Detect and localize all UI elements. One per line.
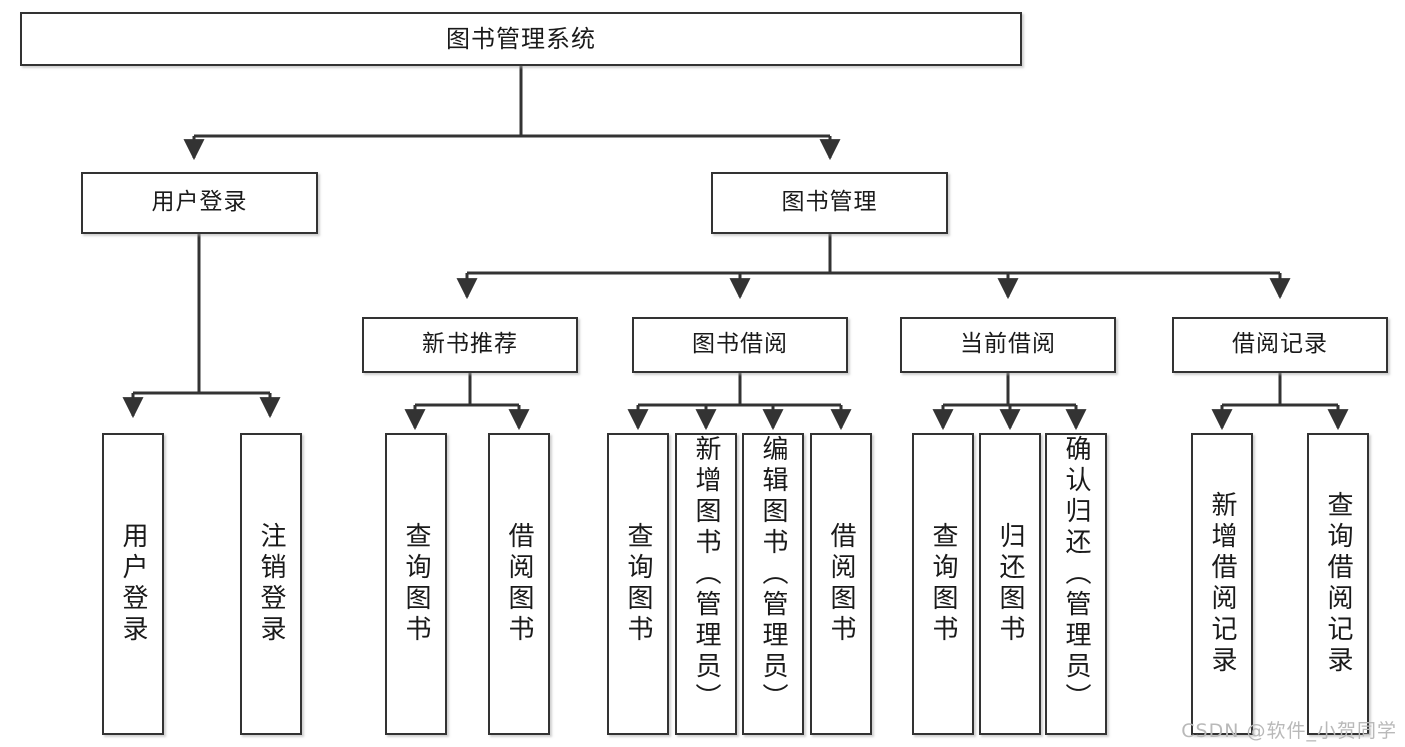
node-book-borrow-label: 图书借阅 xyxy=(692,331,788,358)
leaf-edit-book[interactable]: 编辑图书（管理员） xyxy=(742,433,804,735)
node-book-manage-label: 图书管理 xyxy=(781,189,878,216)
leaf-logout[interactable]: 注销登录 xyxy=(240,433,302,735)
leaf-user-login-label: 用户登录 xyxy=(118,522,148,646)
node-new-book-rec-label: 新书推荐 xyxy=(422,331,518,358)
leaf-borrow-book-1-label: 借阅图书 xyxy=(504,522,534,646)
leaf-borrow-book-2-label: 借阅图书 xyxy=(826,522,856,646)
node-user-login[interactable]: 用户登录 xyxy=(81,172,318,234)
leaf-add-book[interactable]: 新增图书（管理员） xyxy=(675,433,737,735)
node-book-borrow[interactable]: 图书借阅 xyxy=(632,317,848,373)
leaf-edit-book-label: 编辑图书（管理员） xyxy=(758,435,788,714)
leaf-query-book-1-label: 查询图书 xyxy=(401,522,431,646)
leaf-query-record[interactable]: 查询借阅记录 xyxy=(1307,433,1369,735)
leaf-add-book-label: 新增图书（管理员） xyxy=(691,435,721,714)
watermark: CSDN @软件_小贺同学 xyxy=(1181,720,1397,742)
leaf-confirm-return-label: 确认归还（管理员） xyxy=(1061,435,1091,714)
node-root[interactable]: 图书管理系统 xyxy=(20,12,1022,66)
node-current-borrow[interactable]: 当前借阅 xyxy=(900,317,1116,373)
leaf-return-book[interactable]: 归还图书 xyxy=(979,433,1041,735)
leaf-borrow-book-1[interactable]: 借阅图书 xyxy=(488,433,550,735)
leaf-query-book-3-label: 查询图书 xyxy=(928,522,958,646)
leaf-query-book-1[interactable]: 查询图书 xyxy=(385,433,447,735)
leaf-add-record[interactable]: 新增借阅记录 xyxy=(1191,433,1253,735)
leaf-borrow-book-2[interactable]: 借阅图书 xyxy=(810,433,872,735)
node-borrow-record[interactable]: 借阅记录 xyxy=(1172,317,1388,373)
node-root-label: 图书管理系统 xyxy=(446,24,596,53)
leaf-add-record-label: 新增借阅记录 xyxy=(1207,491,1237,677)
node-user-login-label: 用户登录 xyxy=(151,189,248,216)
node-new-book-rec[interactable]: 新书推荐 xyxy=(362,317,578,373)
leaf-return-book-label: 归还图书 xyxy=(995,522,1025,646)
node-book-manage[interactable]: 图书管理 xyxy=(711,172,948,234)
leaf-logout-label: 注销登录 xyxy=(256,522,286,646)
leaf-query-book-2[interactable]: 查询图书 xyxy=(607,433,669,735)
leaf-user-login[interactable]: 用户登录 xyxy=(102,433,164,735)
node-borrow-record-label: 借阅记录 xyxy=(1232,331,1328,358)
leaf-query-book-2-label: 查询图书 xyxy=(623,522,653,646)
leaf-query-book-3[interactable]: 查询图书 xyxy=(912,433,974,735)
leaf-confirm-return[interactable]: 确认归还（管理员） xyxy=(1045,433,1107,735)
leaf-query-record-label: 查询借阅记录 xyxy=(1323,491,1353,677)
node-current-borrow-label: 当前借阅 xyxy=(960,331,1056,358)
